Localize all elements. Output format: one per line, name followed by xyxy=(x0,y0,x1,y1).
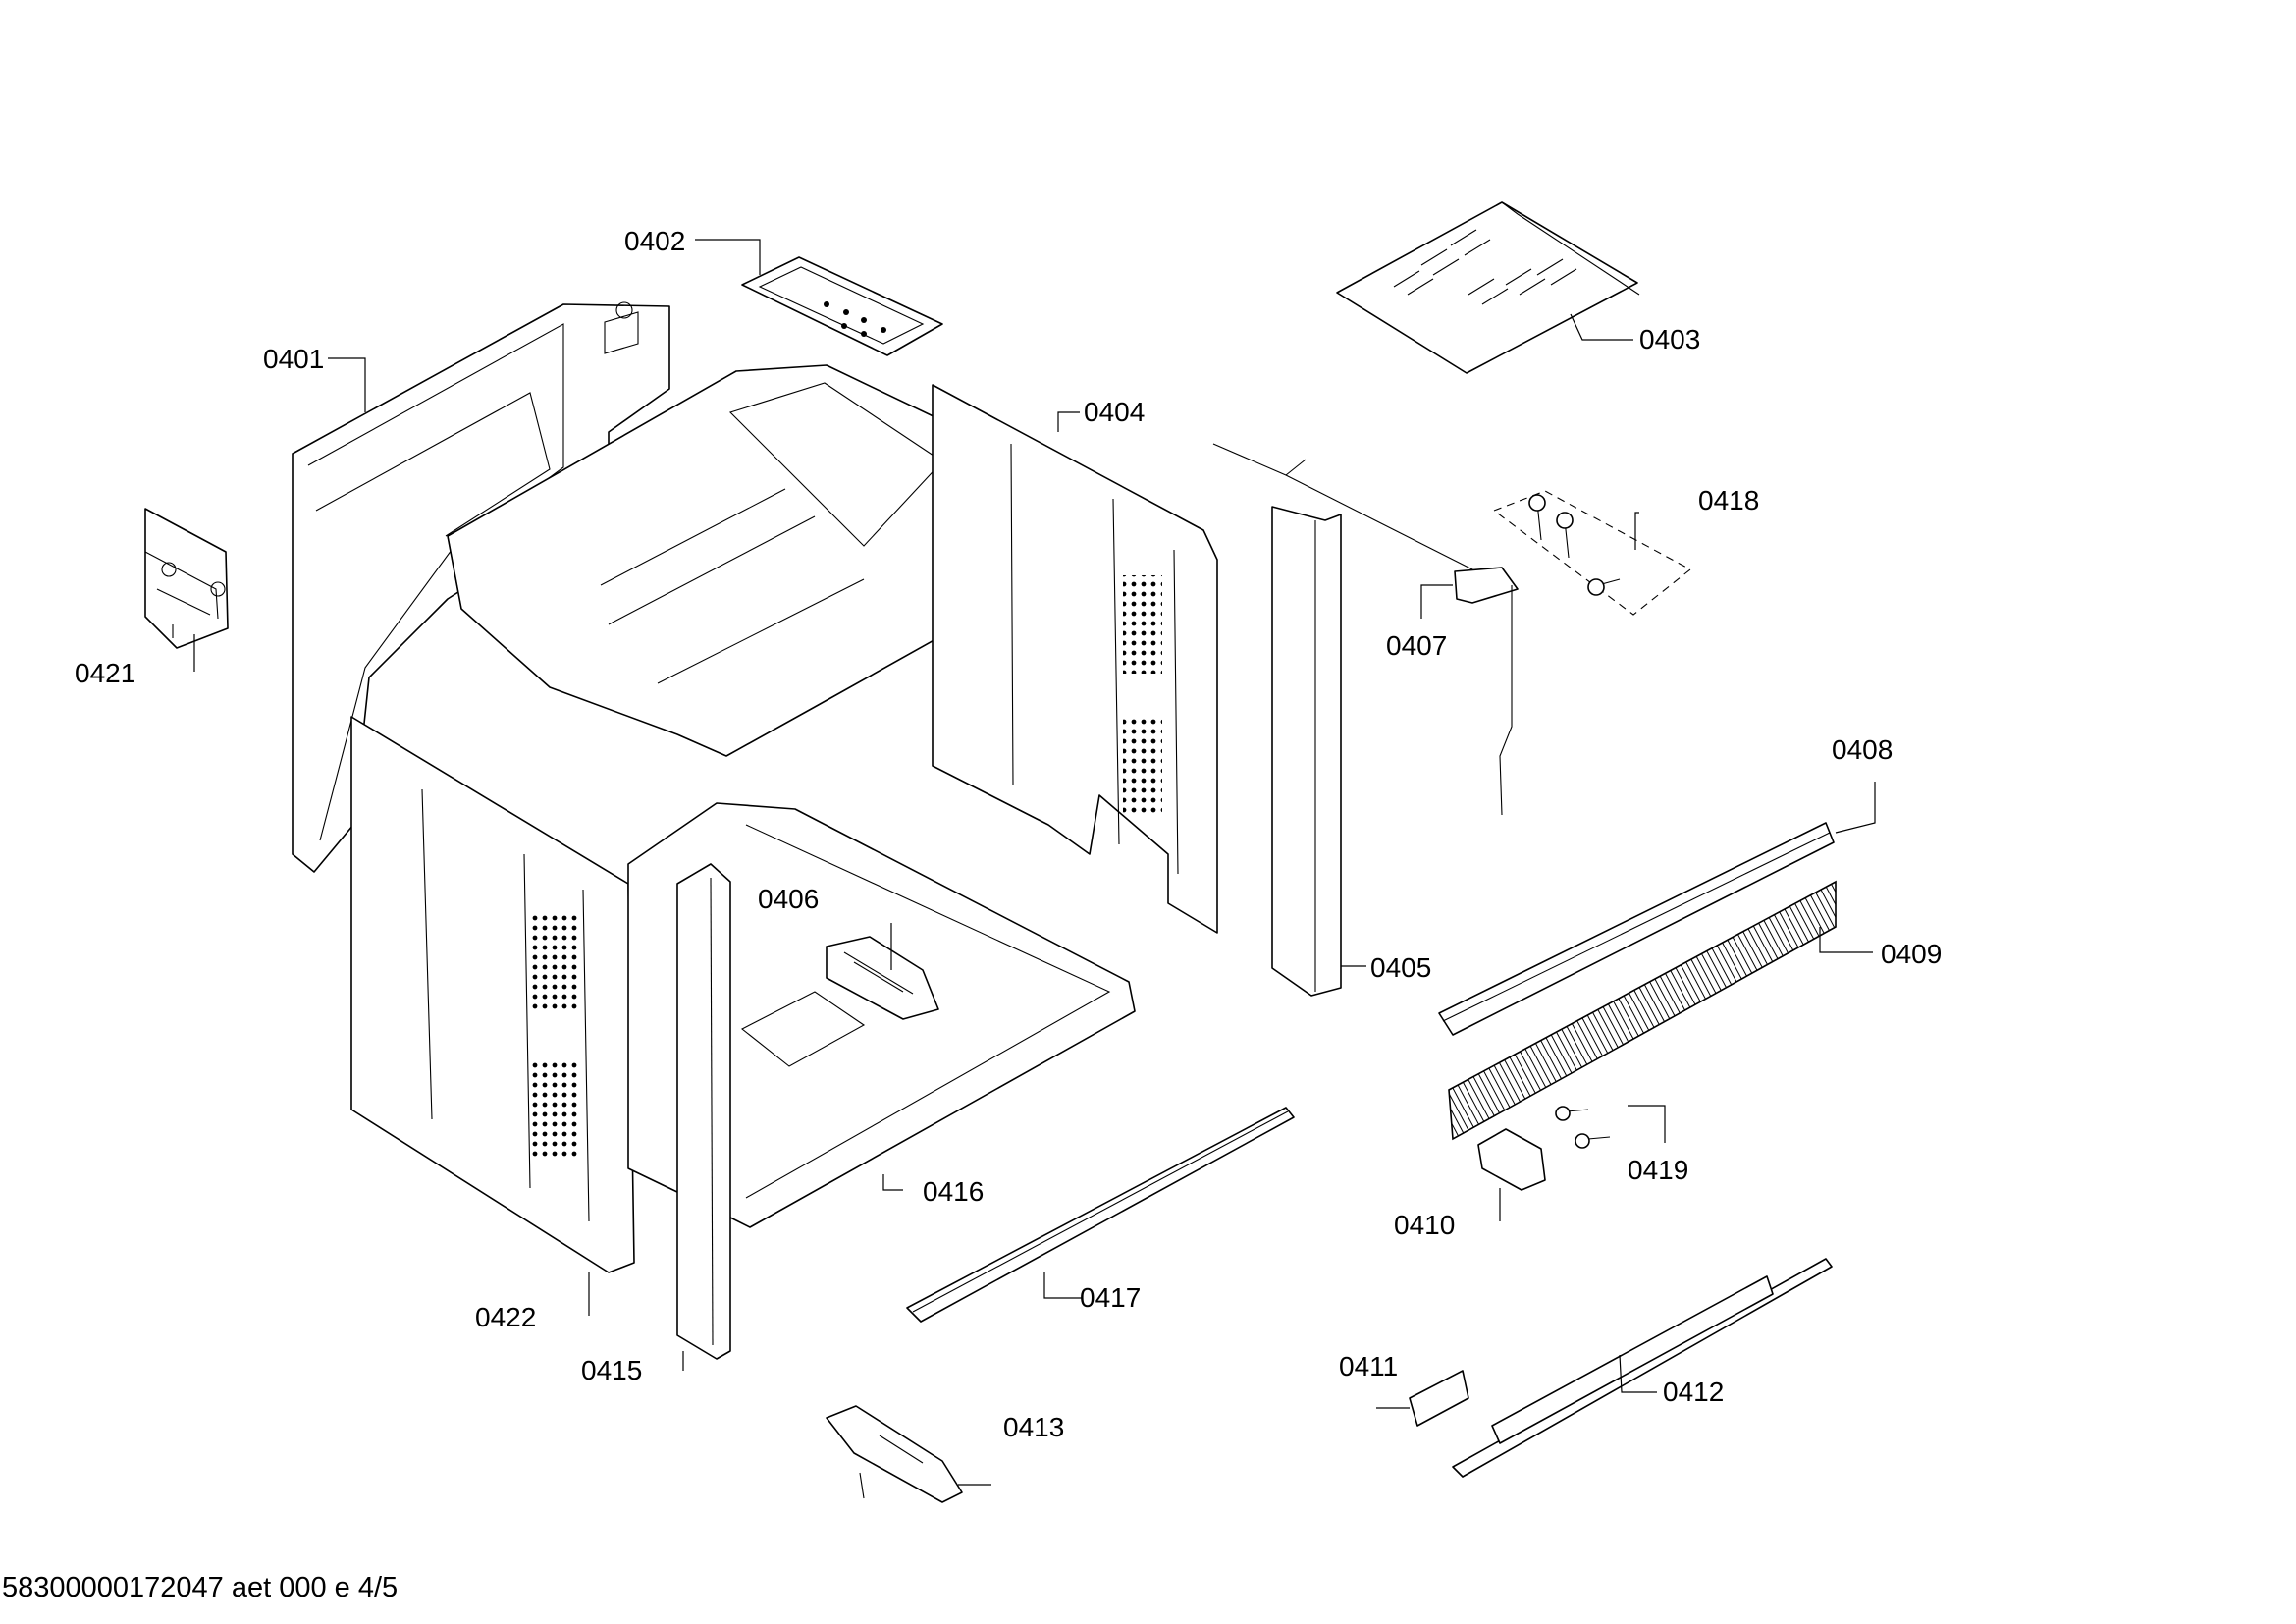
part-0415-front-strip xyxy=(676,863,731,1360)
callout-0412: 0412 xyxy=(1663,1377,1725,1407)
callout-0402: 0402 xyxy=(624,226,686,256)
part-0404-side-panel xyxy=(932,384,1218,934)
part-0405-vertical-strip xyxy=(1271,506,1342,997)
callout-0419: 0419 xyxy=(1628,1155,1689,1185)
part-0408-trim xyxy=(1438,822,1835,1036)
part-0418-screws xyxy=(1492,490,1691,616)
callout-0403: 0403 xyxy=(1639,324,1701,354)
callout-0410: 0410 xyxy=(1394,1210,1456,1240)
callout-0405: 0405 xyxy=(1370,952,1432,983)
part-0411-clip xyxy=(1409,1370,1469,1427)
callout-0408: 0408 xyxy=(1832,734,1894,765)
part-0419-screws xyxy=(1555,1106,1611,1149)
callout-0406: 0406 xyxy=(758,884,820,914)
part-0412-rail xyxy=(1452,1258,1833,1478)
part-0407-sensor xyxy=(1212,443,1519,816)
callout-0422: 0422 xyxy=(475,1302,537,1332)
part-0403-screw-bag xyxy=(1336,201,1640,374)
leader-lines xyxy=(193,239,1876,1486)
part-0422-side-panel xyxy=(350,716,635,1273)
callout-0407: 0407 xyxy=(1386,630,1448,661)
callout-0417: 0417 xyxy=(1080,1282,1142,1313)
part-0406-element xyxy=(826,936,939,1020)
drawing-reference-footer: 58300000172047 aet 000 e 4/5 xyxy=(2,1572,399,1603)
callout-0413: 0413 xyxy=(1003,1412,1065,1442)
callout-0421: 0421 xyxy=(75,658,136,688)
callout-0415: 0415 xyxy=(581,1355,643,1385)
part-0417-rail xyxy=(906,1107,1295,1323)
callout-0401: 0401 xyxy=(263,344,325,374)
callout-0409: 0409 xyxy=(1881,939,1943,969)
part-0421-bracket xyxy=(144,508,229,649)
callout-0411: 0411 xyxy=(1339,1351,1399,1381)
part-0410-hinge xyxy=(1477,1128,1546,1191)
part-0402-vent-plate xyxy=(741,256,943,356)
part-0409-grille xyxy=(1448,880,1837,1141)
part-0413-element-end xyxy=(826,1405,963,1503)
callout-0416: 0416 xyxy=(923,1176,985,1207)
callout-0404: 0404 xyxy=(1084,397,1146,427)
callout-0418: 0418 xyxy=(1698,485,1760,515)
part-0416-bottom-panel xyxy=(627,802,1136,1228)
